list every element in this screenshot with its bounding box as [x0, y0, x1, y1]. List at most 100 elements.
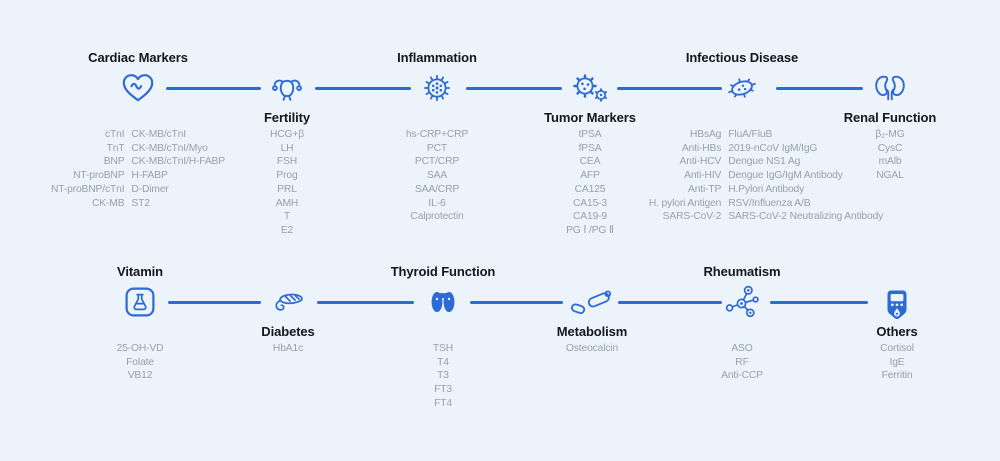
list-item: AMH [275, 197, 299, 209]
marker-column: FluA/FluB 2019-nCoV IgM/IgG Dengue NS1 Ag D… [728, 128, 883, 224]
list-item: IgE [889, 356, 905, 368]
list-item: H. pylori Antigen [648, 197, 722, 209]
list-item: Dengue NS1 Ag [728, 156, 801, 168]
list-item: HbA1c [272, 343, 304, 354]
list-item: 25-OH-VD [116, 343, 164, 354]
list-item: IL-6 [428, 197, 446, 209]
list-item: T3 [437, 370, 449, 382]
list-item: PCT/CRP [414, 156, 460, 168]
list-item: Ferritin [881, 370, 913, 382]
list-item: RF [735, 356, 749, 368]
list-item: Anti-HBs [681, 142, 722, 154]
list-item: FluA/FluB [728, 129, 773, 140]
timeline-segment [770, 300, 868, 304]
list-item: CK-MB [91, 197, 125, 209]
list-item: Osteocalcin [565, 343, 619, 354]
timeline-segment [617, 86, 722, 90]
list-item: FT4 [434, 397, 452, 409]
section-title: Tumor Markers [544, 110, 636, 125]
bacterium-icon [722, 73, 762, 103]
list-item: LH [280, 142, 294, 154]
list-item: NT-proBNP [73, 170, 125, 182]
section-diabetes: Diabetes HbA1c [163, 214, 413, 424]
list-item: SARS-CoV-2 [662, 211, 722, 223]
list-item: Anti-CCP [721, 370, 763, 382]
list-item: Anti-HIV [684, 170, 722, 182]
list-item: Calprotectin [410, 211, 464, 223]
molecule-icon [722, 282, 762, 322]
list-item: AFP [580, 170, 600, 182]
section-title: Renal Function [843, 110, 937, 125]
list-item: β₂-MG [875, 129, 905, 140]
thyroid-icon [429, 289, 457, 316]
list-item: CA19-9 [572, 211, 607, 223]
timeline-segment [470, 300, 563, 304]
list-item: FSH [276, 156, 298, 168]
list-item: FT3 [434, 384, 452, 396]
list-item: 2019-nCoV IgM/IgG [728, 142, 818, 154]
list-item: VB12 [127, 370, 153, 382]
list-item: HBsAg [689, 129, 722, 140]
marker-list: Osteocalcin [467, 342, 717, 356]
timeline-segment [466, 86, 562, 90]
section-title: Infectious Disease [685, 50, 799, 65]
uterus-icon [270, 73, 304, 104]
list-item: CK-MB/cTnI [131, 129, 186, 140]
list-item: SAA/CRP [414, 183, 460, 195]
list-item: Anti-HCV [679, 156, 722, 168]
list-item: NT-proBNP/cTnI [50, 183, 125, 195]
list-item: Prog [276, 170, 298, 182]
list-item: Dengue IgG/IgM Antibody [728, 170, 843, 182]
list-item: H-FABP [131, 170, 168, 182]
list-item: NGAL [876, 170, 904, 182]
list-item: Folate [126, 356, 154, 368]
list-item: Anti-TP [687, 183, 722, 195]
list-item: mAlb [878, 156, 902, 168]
section-title: Cardiac Markers [88, 50, 188, 65]
timeline-segment [168, 300, 261, 304]
list-item: SARS-CoV-2 Neutralizing Antibody [728, 211, 884, 223]
section-title: Vitamin [116, 264, 164, 279]
list-item: CysC [877, 142, 903, 154]
timeline-segment [315, 86, 411, 90]
list-item: E2 [280, 224, 294, 236]
bone-joint-icon [571, 288, 613, 316]
list-item: RSV/Influenza A/B [728, 197, 811, 209]
timeline-segment [166, 86, 261, 90]
section-title: Diabetes [261, 324, 315, 339]
list-item: PG Ⅰ /PG Ⅱ [566, 224, 614, 236]
section-infectious-disease: Infectious Disease [617, 0, 883, 222]
section-title: Inflammation [397, 50, 477, 65]
pancreas-icon [268, 287, 308, 317]
list-item: hs-CRP+CRP [405, 129, 469, 140]
list-item: D-Dimer [131, 183, 169, 195]
section-tumor-markers: Tumor Markers [465, 0, 715, 236]
glucometer-icon [886, 289, 908, 321]
list-item: T [283, 211, 291, 223]
list-item: CK-MB/cTnI/Myo [131, 142, 208, 154]
list-item: SAA [426, 170, 448, 182]
list-item: TnT [106, 142, 125, 154]
list-item: TSH [432, 343, 454, 354]
gears-icon [570, 71, 610, 105]
list-item: HCG+β [269, 129, 305, 140]
